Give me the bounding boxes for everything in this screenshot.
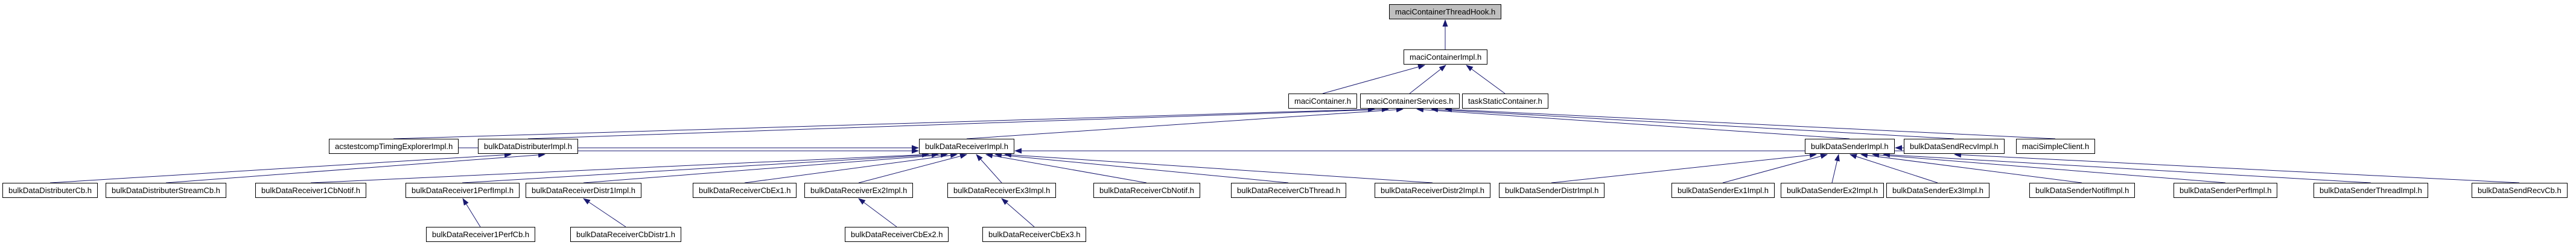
graph-node-containerServices[interactable]: maciContainerServices.h <box>1360 94 1460 109</box>
graph-node-receiverDistr2Impl[interactable]: bulkDataReceiverDistr2Impl.h <box>1375 183 1490 198</box>
graph-node-receiverCbThread[interactable]: bulkDataReceiverCbThread.h <box>1231 183 1347 198</box>
graph-node-senderPerfImpl[interactable]: bulkDataSenderPerfImpl.h <box>2174 183 2278 198</box>
graph-node-acstestcompTimingExplorerImpl[interactable]: acstestcompTimingExplorerImpl.h <box>329 139 459 154</box>
graph-node-receiverCbNotif[interactable]: bulkDataReceiverCbNotif.h <box>1093 183 1200 198</box>
graph-node-simpleClient[interactable]: maciSimpleClient.h <box>2016 139 2096 154</box>
graph-node-receiverEx2Impl[interactable]: bulkDataReceiverEx2Impl.h <box>804 183 914 198</box>
graph-node-receiverDistr1Impl[interactable]: bulkDataReceiverDistr1Impl.h <box>526 183 641 198</box>
graph-node-senderEx3Impl[interactable]: bulkDataSenderEx3Impl.h <box>1886 183 1990 198</box>
graph-node-distributerImpl[interactable]: bulkDataDistributerImpl.h <box>478 139 578 154</box>
graph-node-senderEx1Impl[interactable]: bulkDataSenderEx1Impl.h <box>1671 183 1775 198</box>
graph-node-receiver1CbNotif[interactable]: bulkDataReceiver1CbNotif.h <box>255 183 367 198</box>
graph-node-container[interactable]: maciContainer.h <box>1288 94 1357 109</box>
graph-node-distributerCb[interactable]: bulkDataDistributerCb.h <box>2 183 98 198</box>
graph-node-receiverCbEx1[interactable]: bulkDataReceiverCbEx1.h <box>693 183 797 198</box>
graph-node-senderEx2Impl[interactable]: bulkDataSenderEx2Impl.h <box>1781 183 1884 198</box>
graph-node-receiverCbDistr1[interactable]: bulkDataReceiverCbDistr1.h <box>570 227 682 242</box>
graph-node-receiverEx3Impl[interactable]: bulkDataReceiverEx3Impl.h <box>947 183 1057 198</box>
graph-node-taskStaticContainer[interactable]: taskStaticContainer.h <box>1462 94 1548 109</box>
graph-node-receiver1PerfImpl[interactable]: bulkDataReceiver1PerfImpl.h <box>405 183 520 198</box>
graph-node-senderThreadImpl[interactable]: bulkDataSenderThreadImpl.h <box>2314 183 2428 198</box>
graph-node-receiverImpl[interactable]: bulkDataReceiverImpl.h <box>919 139 1015 154</box>
graph-node-senderNotifImpl[interactable]: bulkDataSenderNotifImpl.h <box>2029 183 2136 198</box>
graph-node-receiver1PerfCb[interactable]: bulkDataReceiver1PerfCb.h <box>426 227 536 242</box>
graph-node-senderDistrImpl[interactable]: bulkDataSenderDistrImpl.h <box>1499 183 1605 198</box>
graph-node-sendRecvImpl[interactable]: bulkDataSendRecvImpl.h <box>1904 139 2005 154</box>
graph-node-containerImpl[interactable]: maciContainerImpl.h <box>1404 49 1488 65</box>
graph-node-receiverCbEx2[interactable]: bulkDataReceiverCbEx2.h <box>845 227 949 242</box>
graph-node-senderImpl[interactable]: bulkDataSenderImpl.h <box>1805 139 1895 154</box>
graph-node-receiverCbEx3[interactable]: bulkDataReceiverCbEx3.h <box>982 227 1087 242</box>
graph-node-containerThreadHook: maciContainerThreadHook.h <box>1389 4 1502 19</box>
graph-node-distributerStreamCb[interactable]: bulkDataDistributerStreamCb.h <box>106 183 226 198</box>
graph-node-sendRecvCb[interactable]: bulkDataSendRecvCb.h <box>2472 183 2568 198</box>
